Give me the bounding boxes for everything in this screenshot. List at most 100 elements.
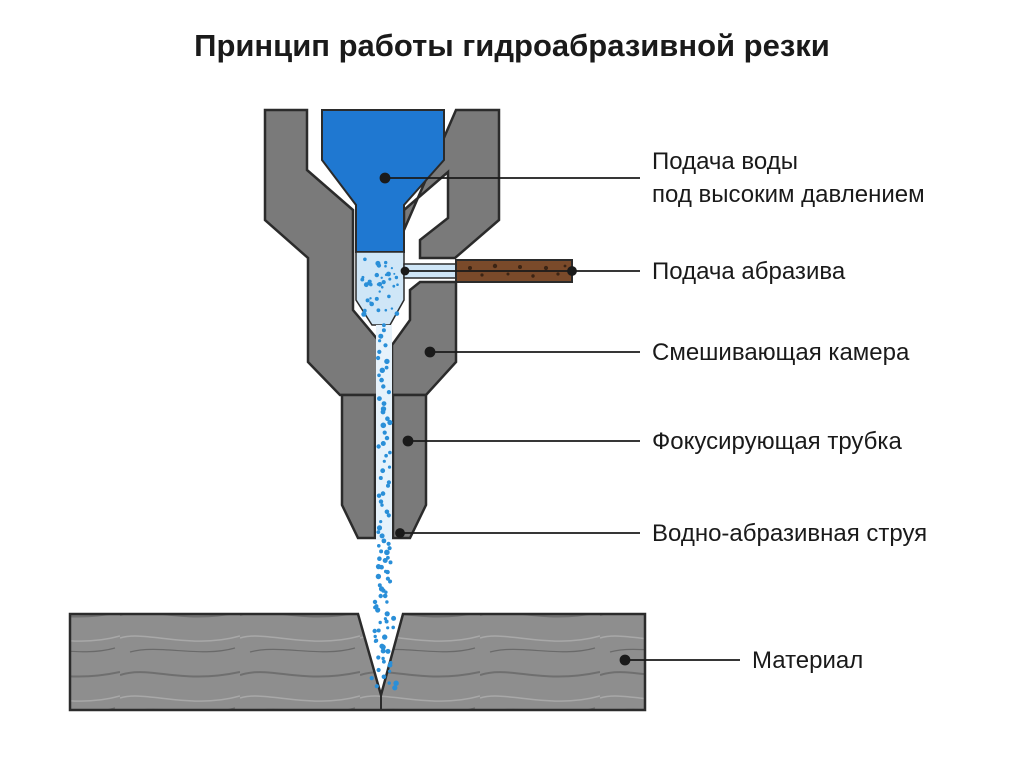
jet-droplet: [388, 450, 392, 455]
jet-droplet: [381, 328, 386, 333]
jet-droplet: [373, 639, 378, 643]
jet-droplet: [363, 312, 367, 315]
jet-droplet: [377, 396, 382, 401]
label-material: Материал: [752, 647, 864, 674]
jet-droplet: [377, 583, 382, 588]
jet-droplet: [369, 301, 375, 307]
jet-droplet: [377, 373, 381, 378]
jet-droplet: [376, 308, 381, 313]
jet-droplet: [384, 509, 390, 515]
jet-droplet: [378, 333, 384, 339]
jet-droplet: [381, 384, 386, 389]
jet-droplet: [377, 349, 382, 354]
leader-mixing-chamber: [424, 346, 640, 358]
jet-droplet: [382, 323, 386, 328]
jet-droplet: [396, 283, 399, 287]
jet-droplet: [391, 625, 396, 630]
jet-droplet: [386, 626, 390, 630]
jet-droplet: [386, 480, 391, 485]
jet-droplet: [386, 513, 391, 518]
jet-droplet: [380, 422, 387, 429]
jet-droplet: [381, 280, 386, 285]
jet-droplet: [375, 564, 382, 570]
jet-droplet: [378, 620, 382, 625]
jet-droplet: [394, 311, 400, 316]
jet-droplet: [390, 267, 393, 270]
jet-droplet: [379, 533, 385, 539]
jet-droplet: [386, 271, 391, 277]
jet-droplet: [376, 667, 381, 673]
jet-droplet: [381, 674, 387, 680]
jet-droplet: [375, 573, 382, 580]
jet-droplet: [384, 358, 390, 365]
jet-droplet: [383, 343, 388, 348]
jet-droplet: [362, 308, 367, 313]
jet-droplet: [384, 308, 388, 312]
jet-droplet: [380, 409, 386, 415]
jet-droplet: [384, 619, 389, 624]
jet-droplet: [376, 655, 381, 660]
jet-droplet: [380, 644, 386, 650]
jet-droplet: [392, 284, 396, 288]
jet-droplet: [380, 285, 384, 289]
leader-abrasive-supply: [400, 266, 640, 276]
jet-droplet: [387, 419, 393, 426]
jet-droplet: [391, 615, 397, 621]
jet-droplet: [384, 264, 387, 268]
jet-droplet: [374, 272, 379, 278]
jet-droplet: [379, 549, 384, 554]
leader-focusing-tube: [402, 435, 640, 447]
leader-material: [619, 654, 740, 666]
jet-droplet: [376, 283, 380, 286]
jet-droplet: [384, 569, 388, 574]
jet-droplet: [377, 544, 381, 548]
jet-droplet: [376, 355, 381, 361]
jet-droplet: [382, 459, 386, 463]
jet-droplet: [376, 444, 381, 449]
jet-droplet: [381, 588, 386, 593]
jet-droplet: [376, 525, 383, 531]
jet-droplet: [392, 685, 398, 691]
jet-droplet: [380, 648, 386, 654]
label-focusing-tube: Фокусирующая трубка: [652, 428, 902, 455]
jet-droplet: [372, 628, 377, 634]
leader-water-supply: [379, 172, 640, 184]
jet-droplet: [379, 377, 384, 383]
jet-droplet: [385, 576, 390, 581]
material-block: [68, 612, 647, 712]
jet-droplet: [386, 390, 391, 395]
jet-droplet: [382, 634, 388, 640]
jet-droplet: [379, 367, 385, 373]
leader-jet: [395, 528, 640, 538]
jet-droplet: [384, 365, 389, 370]
jet-droplet: [384, 611, 390, 617]
jet-droplet: [378, 593, 383, 599]
focusing-tube: [340, 393, 428, 540]
jet-droplet: [384, 549, 390, 556]
jet-droplet: [374, 296, 379, 301]
jet-droplet: [376, 628, 381, 633]
jet-droplet: [381, 401, 387, 406]
jet-droplet: [385, 648, 391, 654]
jet-droplet: [385, 416, 390, 422]
jet-droplet: [388, 560, 393, 565]
jet-droplet: [390, 307, 394, 310]
jet-droplet: [379, 520, 383, 524]
jet-droplet: [382, 430, 387, 435]
water-abrasive-jet: [360, 257, 400, 691]
jet-droplet: [376, 493, 382, 498]
jet-droplet: [388, 669, 392, 673]
jet-droplet: [376, 530, 381, 534]
jet-droplet: [394, 275, 399, 280]
jet-droplet: [382, 593, 388, 599]
jet-droplet: [374, 684, 379, 689]
jet-droplet: [387, 681, 391, 685]
jet-droplet: [375, 607, 381, 613]
jet-droplet: [374, 604, 379, 609]
jet-droplet: [384, 260, 388, 265]
jet-droplet: [367, 279, 372, 284]
label-mixing-chamber: Смешивающая камера: [652, 339, 910, 366]
jet-droplet: [384, 453, 388, 458]
jet-droplet: [387, 294, 391, 299]
